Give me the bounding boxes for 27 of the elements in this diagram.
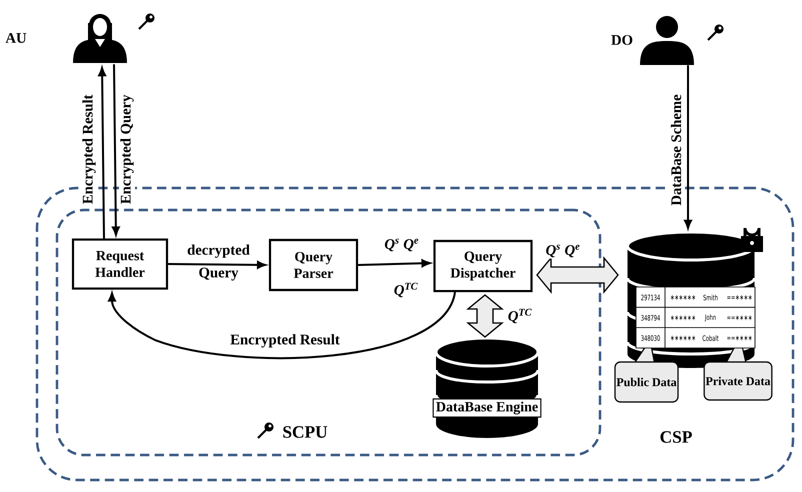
person-icon — [73, 14, 127, 63]
process-box: Query Dispatcher — [433, 240, 533, 292]
arrow — [168, 261, 266, 269]
arrow — [98, 67, 106, 238]
arrow — [358, 259, 430, 268]
database-cylinder: DataBase Engine — [432, 336, 542, 438]
region-label: CSP — [660, 431, 692, 443]
edge-label: decrypted Query — [188, 244, 250, 280]
edge-label: DataBase Scheme — [670, 93, 682, 207]
arrow — [108, 292, 456, 359]
edge-label: Encrypted Result — [81, 93, 97, 206]
edge-label: Q$^{s}$ Q$^{e}$ — [544, 243, 582, 259]
math-label: Q$^{TC}$ — [394, 282, 418, 298]
person-icon — [640, 16, 694, 65]
edge-label: Q$^{s}$ Q$^{e}$ — [383, 237, 420, 253]
block-arrow — [536, 256, 619, 294]
arrow — [684, 65, 692, 229]
edge-label: Q$^{TC}$ — [506, 307, 534, 325]
arrow — [112, 64, 120, 236]
process-box: Request Handler — [72, 238, 168, 290]
actor-label: AU — [6, 33, 26, 43]
block-arrow — [466, 294, 504, 338]
edge-label: Encrypted Query — [119, 93, 135, 206]
actor-label: DO — [611, 35, 632, 45]
process-box: Query Parser — [268, 238, 358, 292]
edge-label: Encrypted Result — [228, 332, 342, 349]
region-label: SCPU — [283, 426, 328, 438]
